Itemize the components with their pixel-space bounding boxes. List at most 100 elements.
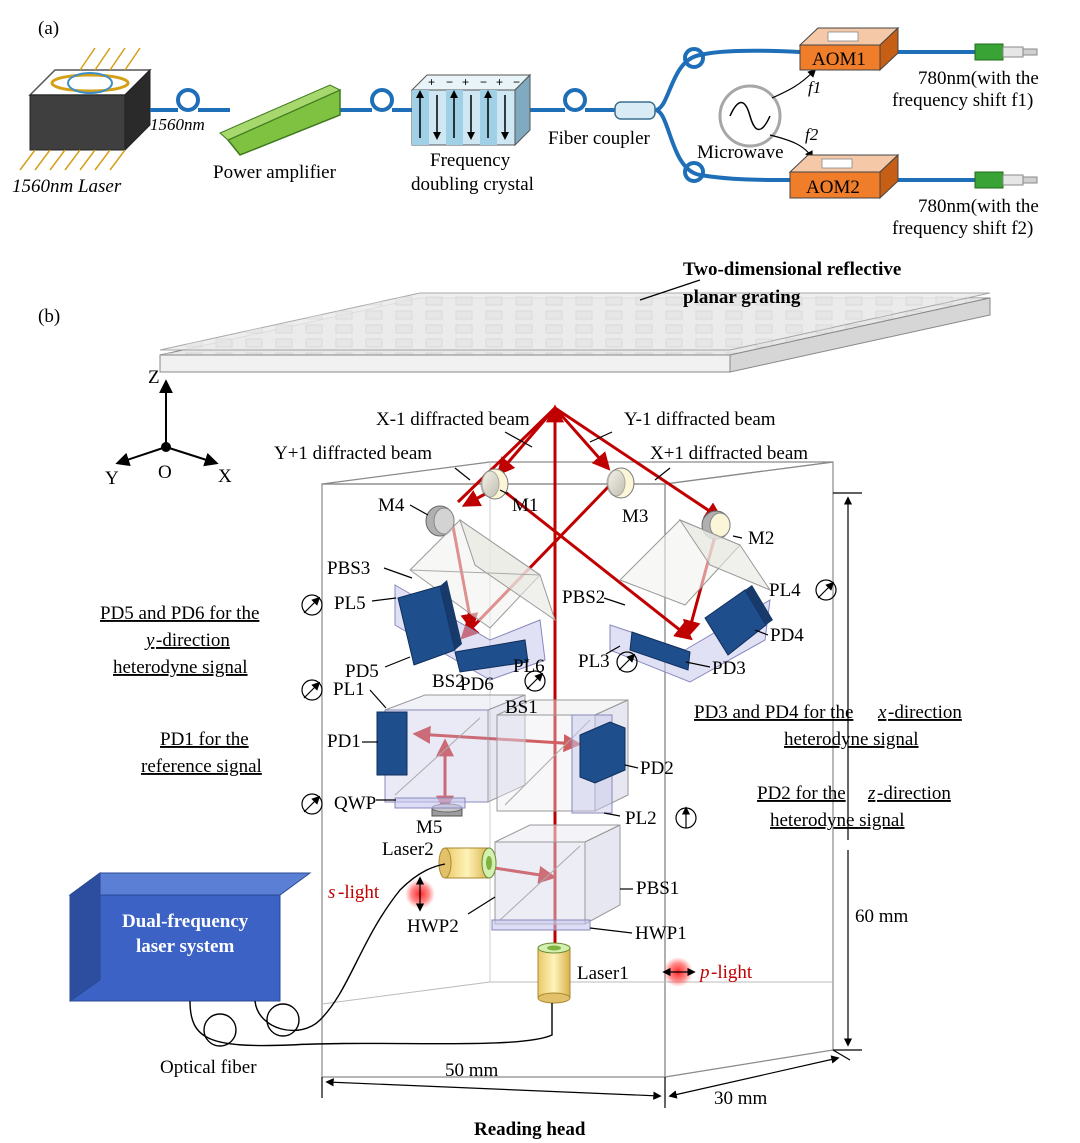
laser2-shape	[438, 847, 497, 879]
pl6-polarizer-icon	[524, 670, 546, 692]
pl1-polarizer-icon	[301, 679, 323, 701]
laser-system-label-2: laser system	[136, 936, 234, 957]
m5-label: M5	[416, 817, 442, 838]
optical-fibers-b	[189, 863, 553, 1047]
dim-30-label: 30 mm	[714, 1088, 768, 1109]
mirror-m1	[480, 468, 509, 500]
pl3-polarizer-icon	[616, 651, 638, 673]
svg-text:+: +	[428, 75, 435, 89]
pl5-polarizer-icon	[301, 594, 323, 616]
pd56-note: PD5 and PD6 for the y -direction heterod…	[100, 603, 259, 678]
bs2-label: BS2	[432, 671, 465, 692]
dimension-30	[668, 1049, 851, 1099]
bs1-label: BS1	[505, 697, 538, 718]
pbs1-group	[491, 824, 621, 931]
pl4-polarizer-icon	[815, 579, 837, 601]
laser-system-box	[68, 872, 312, 1002]
out1-line2: frequency shift f1)	[892, 90, 1033, 111]
reading-head-label: Reading head	[474, 1119, 586, 1140]
pl5-label: PL5	[334, 593, 366, 614]
pd2-note-1b: z	[867, 783, 876, 804]
laser1-label: Laser1	[577, 963, 629, 984]
crystal-label-1: Frequency	[430, 150, 511, 171]
f1-arrow	[771, 68, 817, 99]
xp1-beam-label: X+1 diffracted beam	[650, 443, 808, 464]
pd5-label: PD5	[345, 661, 379, 682]
aom2-box: AOM2	[788, 153, 900, 200]
f1-label: f1	[808, 78, 821, 97]
yp1-beam-label: Y+1 diffracted beam	[274, 443, 432, 464]
pbs2-label: PBS2	[562, 587, 605, 608]
dim-60-label: 60 mm	[855, 906, 909, 927]
aom1-label: AOM1	[812, 49, 866, 70]
pd56-note-2a: y	[144, 630, 155, 651]
laser2-label: Laser2	[382, 839, 434, 860]
pl3-label: PL3	[578, 651, 610, 672]
grating-leader	[639, 279, 701, 301]
doubling-crystal: + − + − + −	[410, 73, 532, 147]
connector-1	[974, 43, 1038, 61]
pd1-note-1: PD1 for the	[160, 729, 249, 750]
pd1-note: PD1 for the reference signal	[141, 729, 262, 777]
coordinate-axes: Z Y O X	[105, 367, 232, 489]
pd1-label: PD1	[327, 731, 361, 752]
axis-y: Y	[105, 468, 119, 489]
hwp1-label: HWP1	[635, 923, 687, 944]
m4-label: M4	[378, 495, 405, 516]
pd34-note-1b: x	[877, 702, 887, 723]
pd56-note-2b: -direction	[156, 630, 230, 651]
svg-text:−: −	[446, 75, 453, 89]
grating-title-2: planar grating	[683, 287, 801, 308]
svg-text:−: −	[480, 75, 487, 89]
microwave-label: Microwave	[697, 142, 784, 163]
pd34-note-2: heterodyne signal	[784, 729, 919, 750]
mirror-m4	[425, 505, 455, 537]
crystal-label-2: doubling crystal	[411, 174, 534, 195]
bs1-group	[496, 699, 629, 814]
svg-text:+: +	[496, 75, 503, 89]
pd2-label: PD2	[640, 758, 674, 779]
qwp-polarizer-icon	[301, 793, 323, 815]
coupler-label: Fiber coupler	[548, 128, 651, 149]
pl2-label: PL2	[625, 808, 657, 829]
pd3-label: PD3	[712, 658, 746, 679]
pl4-label: PL4	[769, 580, 801, 601]
panel-a-label: (a)	[38, 18, 59, 39]
panel-b-label: (b)	[38, 306, 60, 327]
dimension-60	[833, 492, 862, 1051]
pbs2-group	[609, 518, 773, 683]
panel-b: (b) Two-dimensional reflective planar gr…	[38, 259, 991, 1140]
hwp2-label: HWP2	[407, 916, 459, 937]
m3-label: M3	[622, 506, 648, 527]
ym1-beam-label: Y-1 diffracted beam	[624, 409, 776, 430]
pd2-note: PD2 for the z -direction heterodyne sign…	[757, 783, 951, 831]
laser-1560-label: 1560nm Laser	[12, 176, 122, 197]
m2-label: M2	[748, 528, 774, 549]
f2-label: f2	[805, 125, 819, 144]
pd34-note-1c: -direction	[888, 702, 962, 723]
axis-x: X	[218, 466, 232, 487]
dim-50-label: 50 mm	[445, 1060, 499, 1081]
qwp-label: QWP	[334, 793, 376, 814]
s-light-italic: s	[328, 882, 335, 903]
p-light-text: -light	[711, 962, 753, 983]
pd34-note: PD3 and PD4 for the x -direction heterod…	[694, 702, 962, 750]
fiber-label: Optical fiber	[160, 1057, 257, 1078]
pd1-note-2: reference signal	[141, 756, 262, 777]
xm1-beam-label: X-1 diffracted beam	[376, 409, 530, 430]
svg-text:−: −	[513, 75, 520, 89]
planar-grating	[159, 292, 991, 373]
pd34-note-1a: PD3 and PD4 for the	[694, 702, 853, 723]
pd2-note-1c: -direction	[877, 783, 951, 804]
pd2-note-2: heterodyne signal	[770, 810, 905, 831]
panel-a: (a) 1560nm Laser	[12, 18, 1039, 239]
pd56-note-1: PD5 and PD6 for the	[100, 603, 259, 624]
pd6-label: PD6	[460, 674, 494, 695]
laser-1560-box	[19, 47, 152, 171]
svg-text:+: +	[462, 75, 469, 89]
pd2-note-1a: PD2 for the	[757, 783, 846, 804]
m1-label: M1	[512, 495, 538, 516]
aom1-box: AOM1	[798, 26, 900, 72]
aom2-label: AOM2	[806, 177, 860, 198]
